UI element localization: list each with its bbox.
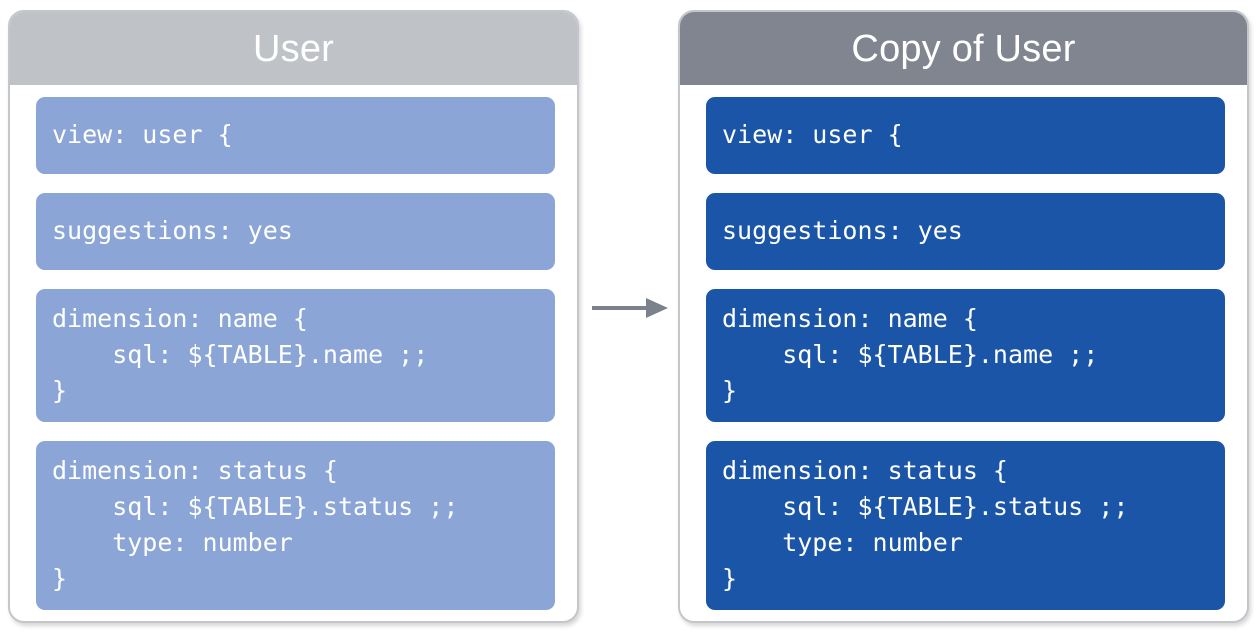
arrow-right-icon	[590, 295, 668, 321]
copy-panel-body: view: user { suggestions: yes dimension:…	[680, 85, 1247, 621]
copy-code-block-suggestions-setting: suggestions: yes	[706, 193, 1225, 270]
source-code-block-dimension-name: dimension: name { sql: ${TABLE}.name ;; …	[36, 289, 555, 422]
source-code-block-view-declaration: view: user {	[36, 97, 555, 174]
source-panel-title: User	[10, 12, 577, 85]
copy-panel-title: Copy of User	[680, 12, 1247, 85]
source-code-block-dimension-status: dimension: status { sql: ${TABLE}.status…	[36, 441, 555, 610]
copy-code-block-dimension-status: dimension: status { sql: ${TABLE}.status…	[706, 441, 1225, 610]
copy-code-block-view-declaration: view: user {	[706, 97, 1225, 174]
copy-code-block-dimension-name: dimension: name { sql: ${TABLE}.name ;; …	[706, 289, 1225, 422]
source-view-panel: User view: user { suggestions: yes dimen…	[8, 10, 579, 623]
source-panel-body: view: user { suggestions: yes dimension:…	[10, 85, 577, 621]
copy-view-panel: Copy of User view: user { suggestions: y…	[678, 10, 1249, 623]
source-code-block-suggestions-setting: suggestions: yes	[36, 193, 555, 270]
